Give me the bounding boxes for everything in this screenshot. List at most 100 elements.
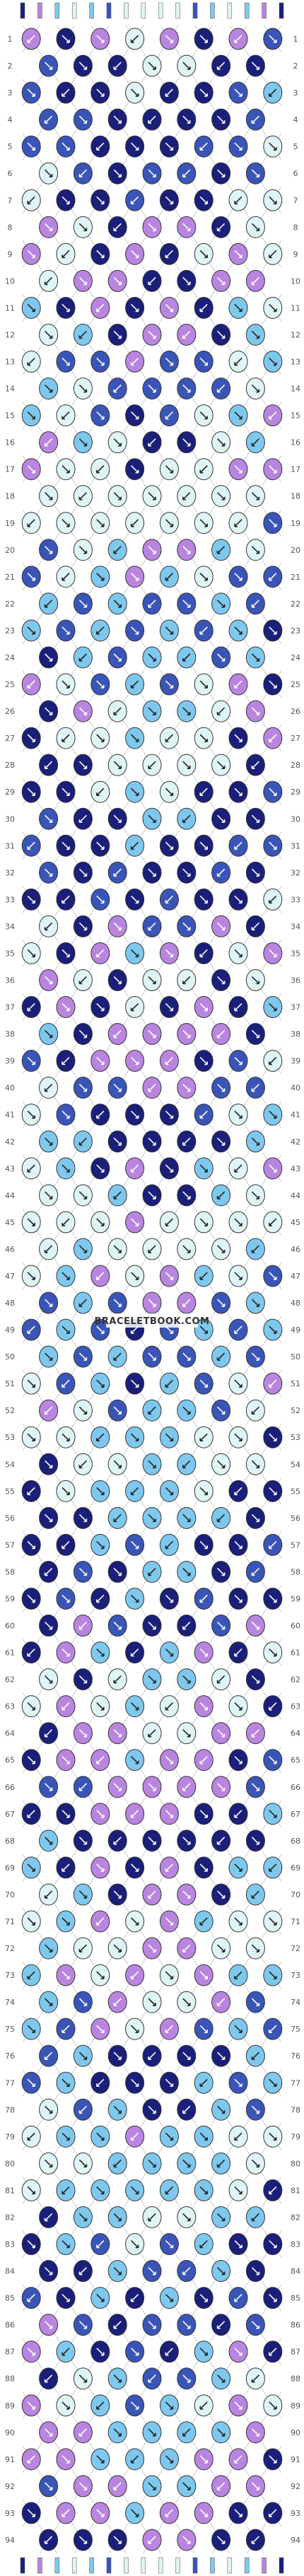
down-right-arrow-icon bbox=[234, 303, 242, 312]
arrow-head bbox=[153, 550, 156, 554]
arrow-head bbox=[165, 900, 169, 904]
down-left-arrow-icon bbox=[217, 1191, 226, 1200]
arrow-head bbox=[273, 40, 277, 43]
down-right-arrow-icon bbox=[217, 1890, 226, 1899]
arrow-head bbox=[32, 1384, 35, 1388]
arrow-head bbox=[96, 954, 100, 958]
down-left-arrow-icon bbox=[27, 1164, 35, 1173]
down-right-arrow-icon bbox=[148, 1837, 156, 1845]
down-right-arrow-icon bbox=[62, 303, 70, 312]
down-right-arrow-icon bbox=[182, 1245, 191, 1253]
arrow-head bbox=[113, 389, 117, 393]
down-left-arrow-icon bbox=[234, 1002, 242, 1012]
arrow-head bbox=[100, 1492, 105, 1496]
down-left-arrow-icon bbox=[27, 2455, 35, 2464]
row-number-left: 16 bbox=[5, 438, 15, 447]
arrow-head bbox=[62, 1706, 65, 1711]
down-left-arrow-icon bbox=[182, 2105, 191, 2114]
arrow-head bbox=[269, 1706, 272, 1711]
arrow-head bbox=[66, 2459, 70, 2464]
down-right-arrow-icon bbox=[96, 1649, 105, 1657]
row-number-left: 80 bbox=[5, 2159, 15, 2168]
down-right-arrow-icon bbox=[45, 1191, 53, 1200]
arrow-head bbox=[135, 2244, 139, 2249]
arrow-head bbox=[204, 2030, 208, 2033]
arrow-head bbox=[165, 2030, 169, 2033]
arrow-head bbox=[187, 927, 191, 931]
down-right-arrow-icon bbox=[131, 303, 139, 312]
down-right-arrow-icon bbox=[199, 2025, 208, 2033]
arrow-head bbox=[187, 1572, 191, 1576]
arrow-head bbox=[78, 1949, 83, 1953]
row-number-right: 25 bbox=[291, 680, 300, 689]
down-right-arrow-icon bbox=[113, 1729, 122, 1738]
row-number-left: 23 bbox=[5, 626, 15, 636]
down-right-arrow-icon bbox=[148, 1299, 156, 1307]
row-number-left: 82 bbox=[5, 2213, 15, 2222]
arrow-head bbox=[78, 1142, 83, 1146]
down-right-arrow-icon bbox=[62, 1433, 70, 1441]
down-right-arrow-icon bbox=[182, 1514, 191, 1522]
down-left-arrow-icon bbox=[131, 1971, 139, 1979]
arrow-head bbox=[251, 1411, 255, 1415]
down-right-arrow-icon bbox=[165, 1111, 173, 1119]
down-right-arrow-icon bbox=[78, 385, 87, 393]
row-number-left: 92 bbox=[5, 2482, 15, 2491]
down-right-arrow-icon bbox=[251, 1837, 259, 1845]
arrow-head bbox=[118, 1895, 122, 1899]
down-right-arrow-icon bbox=[251, 546, 259, 554]
arrow-head bbox=[78, 1787, 83, 1791]
arrow-head bbox=[66, 1653, 70, 1657]
arrow-head bbox=[44, 1411, 48, 1415]
down-right-arrow-icon bbox=[199, 1702, 208, 1711]
arrow-head bbox=[165, 416, 169, 420]
down-left-arrow-icon bbox=[78, 976, 87, 985]
arrow-head bbox=[170, 846, 174, 850]
arrow-head bbox=[49, 1357, 53, 1361]
down-right-arrow-icon bbox=[269, 1002, 277, 1012]
arrow-head bbox=[256, 819, 260, 824]
down-right-arrow-icon bbox=[269, 1971, 277, 1979]
down-left-arrow-icon bbox=[131, 841, 139, 850]
down-right-arrow-icon bbox=[148, 2321, 156, 2329]
down-right-arrow-icon bbox=[131, 1057, 139, 1065]
row-number-left: 5 bbox=[8, 142, 13, 151]
down-right-arrow-icon bbox=[78, 438, 87, 447]
arrow-head bbox=[83, 2486, 88, 2490]
arrow-head bbox=[153, 712, 156, 715]
arrow-head bbox=[182, 1304, 186, 1307]
down-right-arrow-icon bbox=[27, 734, 35, 742]
arrow-head bbox=[118, 443, 122, 447]
arrow-head bbox=[100, 254, 105, 259]
row-number-right: 81 bbox=[291, 2186, 300, 2195]
arrow-head bbox=[239, 416, 242, 420]
arrow-head bbox=[273, 2244, 277, 2249]
down-left-arrow-icon bbox=[269, 2186, 277, 2194]
arrow-head bbox=[204, 1868, 208, 1872]
down-right-arrow-icon bbox=[165, 841, 173, 850]
arrow-head bbox=[32, 2030, 35, 2033]
row-number-left: 6 bbox=[8, 169, 13, 178]
arrow-head bbox=[66, 631, 70, 635]
down-right-arrow-icon bbox=[217, 1567, 226, 1576]
arrow-head bbox=[204, 1814, 208, 1818]
down-right-arrow-icon bbox=[148, 707, 156, 715]
arrow-head bbox=[239, 1115, 242, 1119]
arrow-head bbox=[100, 1384, 105, 1388]
row-number-left: 27 bbox=[5, 734, 15, 743]
arrow-head bbox=[234, 2459, 238, 2464]
arrow-head bbox=[221, 2432, 226, 2437]
arrow-head bbox=[118, 1733, 122, 1738]
down-right-arrow-icon bbox=[78, 2375, 87, 2383]
row-number-right: 18 bbox=[291, 492, 300, 501]
row-number-left: 31 bbox=[5, 841, 15, 850]
arrow-head bbox=[234, 362, 238, 366]
down-right-arrow-icon bbox=[234, 949, 242, 958]
down-left-arrow-icon bbox=[251, 1084, 259, 1092]
arrow-head bbox=[66, 1115, 70, 1119]
arrow-head bbox=[44, 2218, 48, 2222]
string-bottom bbox=[106, 2557, 112, 2574]
down-right-arrow-icon bbox=[234, 88, 242, 97]
row-number-right: 87 bbox=[291, 2348, 300, 2357]
down-right-arrow-icon bbox=[217, 1245, 226, 1253]
